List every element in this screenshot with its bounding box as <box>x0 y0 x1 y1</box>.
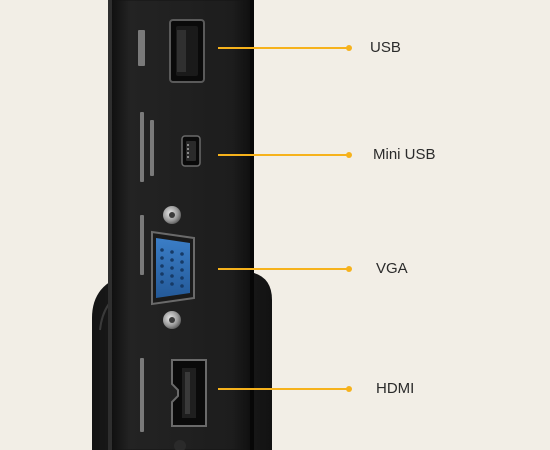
side-markings <box>138 30 154 432</box>
leader-dot <box>346 266 352 272</box>
leader-line <box>218 47 350 49</box>
mini-usb-port <box>181 135 201 167</box>
callout-label: USB <box>370 39 401 56</box>
leader-dot <box>346 45 352 51</box>
callout-label: Mini USB <box>373 146 436 163</box>
leader-line <box>218 268 350 270</box>
callout-hdmi: HDMI <box>0 379 550 399</box>
leader-line <box>218 154 350 156</box>
callout-vga: VGA <box>0 259 550 279</box>
leader-line <box>218 388 350 390</box>
leader-dot <box>346 386 352 392</box>
vga-port <box>151 206 195 329</box>
bottom-screw <box>174 440 186 450</box>
callout-label: VGA <box>376 260 408 277</box>
usb-port <box>169 19 205 83</box>
leader-dot <box>346 152 352 158</box>
callout-label: HDMI <box>376 380 415 397</box>
callout-usb: USB <box>0 38 550 58</box>
callout-mini-usb: Mini USB <box>0 145 550 165</box>
hdmi-port <box>171 359 207 427</box>
